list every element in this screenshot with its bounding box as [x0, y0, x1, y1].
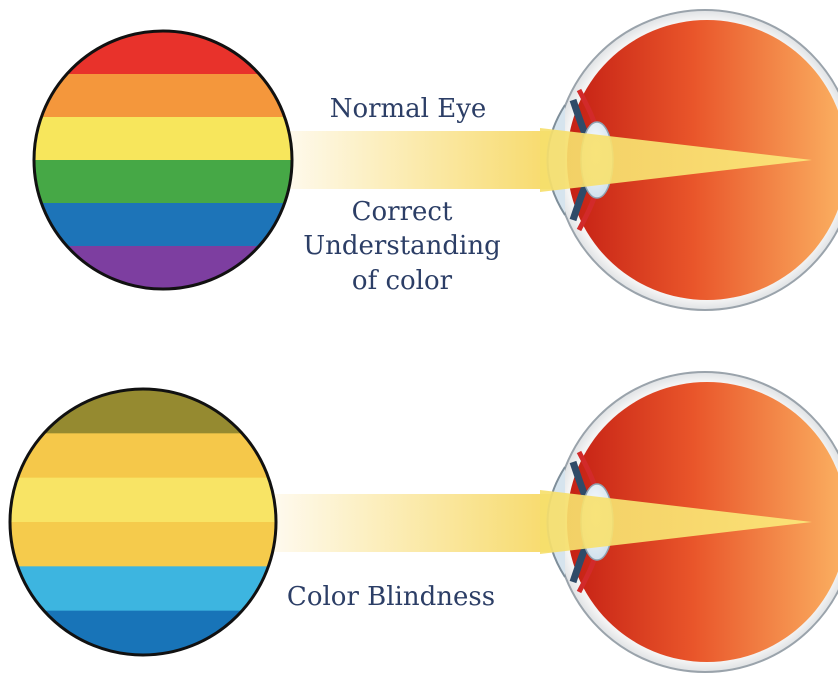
normal-disc-band-2	[34, 74, 292, 118]
light-beam-normal	[280, 131, 555, 189]
correct-label-line2: Understanding	[303, 231, 501, 261]
color-blind-disc-band-3	[10, 478, 276, 523]
normal-disc-band-3	[34, 117, 292, 161]
correct-label-line1: Correct	[352, 197, 453, 227]
color-blindness-label: Color Blindness	[287, 582, 495, 612]
color-blind-panel: Color Blindness	[10, 372, 838, 672]
light-beam-color-blind	[270, 494, 555, 552]
color-blind-disc-band-4	[10, 522, 276, 567]
normal-eye-label: Normal Eye	[330, 94, 487, 124]
correct-label-line3: of color	[352, 266, 453, 296]
normal-disc-band-5	[34, 203, 292, 247]
normal-disc-band-4	[34, 160, 292, 204]
color-blind-disc-band-2	[10, 433, 276, 478]
color-blind-disc-band-5	[10, 566, 276, 611]
normal-vision-panel: Normal Eye Correct Understanding of colo…	[34, 10, 838, 310]
